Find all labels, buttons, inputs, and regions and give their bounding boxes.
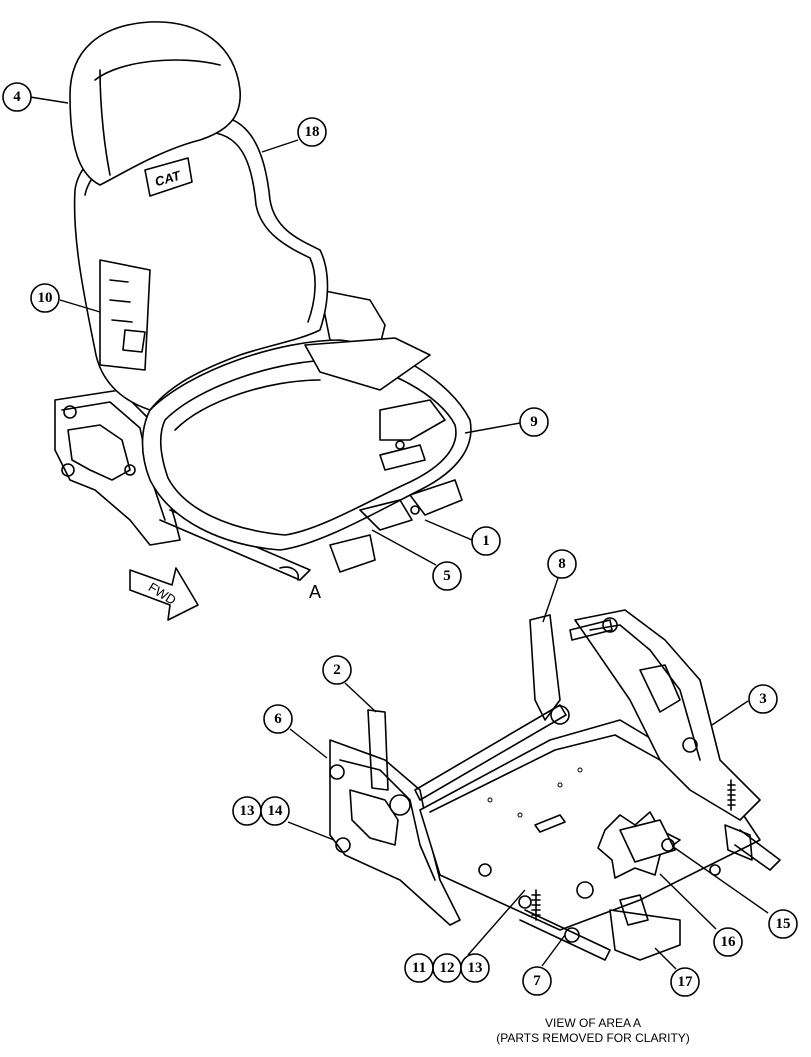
callout-13-bottom: 13: [460, 953, 490, 983]
svg-text:13: 13: [240, 803, 255, 819]
callout-2: 2: [322, 655, 352, 685]
frame-left-plate: [329, 739, 461, 926]
callout-17: 17: [670, 967, 700, 997]
svg-text:15: 15: [776, 916, 791, 932]
caption-line-1: VIEW OF AREA A: [545, 1016, 641, 1030]
svg-text:18: 18: [305, 124, 320, 140]
svg-text:11: 11: [412, 960, 426, 976]
callout-6: 6: [263, 704, 293, 734]
callout-15: 15: [768, 909, 798, 939]
callout-16: 16: [713, 927, 743, 957]
svg-text:3: 3: [759, 691, 767, 707]
callout-18: 18: [297, 117, 327, 147]
svg-text:6: 6: [274, 711, 282, 727]
seat-cushion: [141, 339, 472, 551]
caption-line-2: (PARTS REMOVED FOR CLARITY): [496, 1031, 690, 1045]
svg-text:10: 10: [38, 290, 53, 306]
rail-front: [519, 909, 611, 961]
callout-14: 14: [260, 796, 290, 826]
cross-bar: [414, 704, 567, 801]
callout-5: 5: [432, 561, 462, 591]
callout-12: 12: [432, 953, 462, 983]
frame-right-plate: [574, 609, 761, 821]
callout-13-left: 13: [232, 796, 262, 826]
callout-11: 11: [404, 953, 434, 983]
area-a-label: A: [309, 582, 321, 602]
svg-text:5: 5: [443, 568, 451, 584]
cat-logo: CAT: [153, 168, 183, 190]
right-lever: [529, 614, 561, 721]
fwd-arrow: FWD: [129, 567, 199, 621]
svg-text:1: 1: [482, 533, 490, 549]
svg-text:13: 13: [468, 960, 483, 976]
callout-9: 9: [519, 407, 549, 437]
svg-text:9: 9: [530, 414, 538, 430]
callout-10: 10: [30, 283, 60, 313]
spring-front: [531, 889, 541, 921]
svg-text:17: 17: [678, 974, 694, 990]
front-bracket: [609, 909, 681, 961]
seat-right-side-plate: [319, 289, 386, 346]
svg-text:4: 4: [13, 89, 21, 105]
svg-text:2: 2: [333, 662, 341, 678]
callout-3: 3: [748, 684, 778, 714]
cat-logo-badge: [144, 157, 193, 197]
spring-rear: [727, 779, 736, 811]
svg-text:8: 8: [558, 556, 566, 572]
pivot-shaft: [569, 619, 613, 641]
callout-4: 4: [2, 82, 32, 112]
svg-text:16: 16: [721, 934, 737, 950]
seat-assembly: CAT: [54, 21, 472, 581]
left-lever: [367, 709, 389, 791]
callout-7: 7: [522, 966, 552, 996]
callout-8: 8: [547, 549, 577, 579]
svg-text:7: 7: [533, 973, 541, 989]
seat-headrest: [69, 21, 241, 186]
svg-text:12: 12: [440, 960, 455, 976]
callout-1: 1: [471, 526, 501, 556]
area-a-frame-assembly: [329, 609, 781, 961]
svg-text:14: 14: [268, 803, 284, 819]
leader-lines: [29, 96, 769, 970]
